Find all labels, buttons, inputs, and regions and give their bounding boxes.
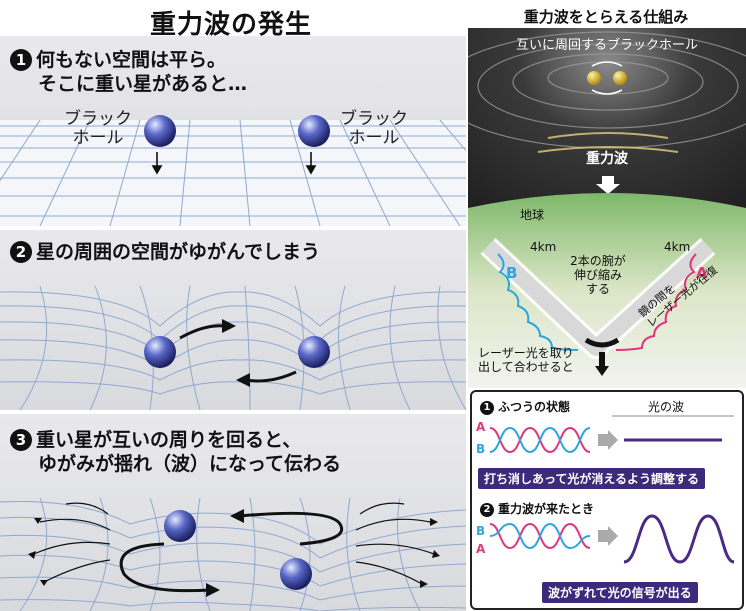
step3-line2: ゆがみが揺れ（波）になって伝わる xyxy=(38,453,342,475)
flat-grid xyxy=(0,115,466,226)
wave-b-label-2: B xyxy=(476,524,486,538)
wave-diagrams xyxy=(489,415,735,564)
black-hole-ball xyxy=(613,71,627,85)
light-wave-label: 光の波 xyxy=(648,400,685,414)
normal-banner: 打ち消しあって光が消えるよう調整する xyxy=(478,468,706,489)
black-hole-ball xyxy=(144,115,176,147)
step2-number: 2 xyxy=(10,241,32,263)
arm-a-label: A xyxy=(696,264,708,282)
step1-number: 1 xyxy=(10,49,32,71)
gravitational-wave-label: 重力波 xyxy=(586,151,628,167)
black-hole-label-left: ブラック ホール xyxy=(64,109,132,148)
orbit-caption: 互いに周回するブラックホール xyxy=(515,38,698,53)
combine-note: レーザー光を取り 出して合わせると xyxy=(478,346,574,374)
black-hole-ball xyxy=(144,336,176,368)
black-hole-ball xyxy=(164,510,196,542)
wave-banner: 波がずれて光の信号が出る xyxy=(542,582,698,603)
black-hole-ball xyxy=(587,71,601,85)
down-arrow-icon xyxy=(596,176,620,194)
black-hole-ball xyxy=(298,115,330,147)
black-hole-ball xyxy=(280,558,312,590)
wave-a-label: A xyxy=(476,420,486,434)
black-hole-ball xyxy=(298,336,330,368)
black-hole-label-right: ブラック ホール xyxy=(340,109,408,148)
wave-a-label-2: A xyxy=(476,542,486,556)
step3-number: 3 xyxy=(10,429,32,451)
step2-line: 星の周囲の空間がゆがんでしまう xyxy=(36,241,321,263)
step1-line2: そこに重い星があると… xyxy=(38,73,248,95)
arm-b-label: B xyxy=(506,264,518,282)
right-title: 重力波をとらえる仕組み xyxy=(523,8,689,26)
left-title: 重力波の発生 xyxy=(149,10,312,40)
wave-b-label: B xyxy=(476,442,486,456)
wavy-grid xyxy=(0,497,466,611)
earth-label: 地球 xyxy=(520,208,545,222)
step3-line1: 重い星が互いの周りを回ると、 xyxy=(36,429,302,451)
arm-length-left: 4km xyxy=(530,240,557,254)
step1-line1: 何もない空間は平ら。 xyxy=(36,49,227,71)
curved-grid xyxy=(0,285,466,410)
arm-length-right: 4km xyxy=(664,240,691,254)
detector-illustration: 互いに周回するブラックホール 重力波 地球 4km 4km B A 2本の腕が … xyxy=(468,28,746,388)
arms-note: 2本の腕が 伸び縮み する xyxy=(570,254,626,296)
